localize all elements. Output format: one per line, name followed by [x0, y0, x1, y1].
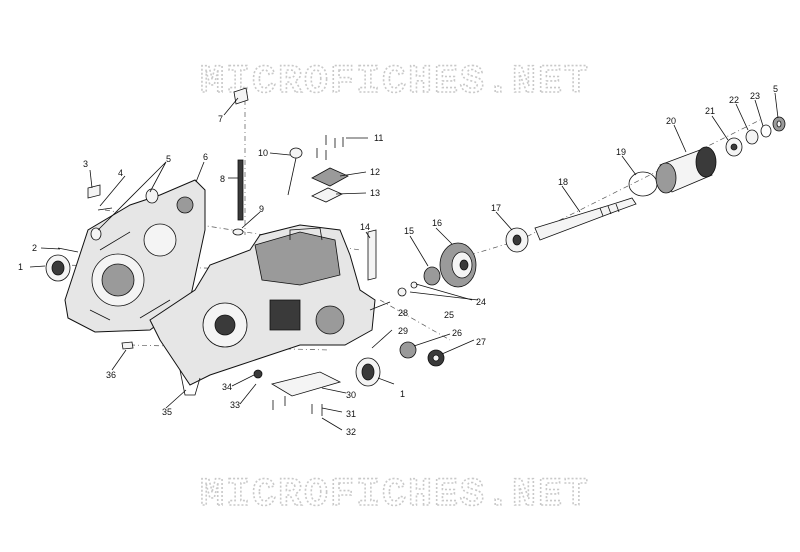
gear — [439, 242, 477, 288]
watermark-bottom: MICROFICHES.NET — [200, 473, 590, 518]
label-1-left: 1 — [18, 262, 23, 272]
main-shaft — [534, 197, 637, 241]
label-35: 35 — [162, 407, 172, 417]
fasteners-right — [397, 281, 418, 297]
label-33: 33 — [230, 400, 240, 410]
washer-22 — [745, 129, 759, 145]
nut — [427, 349, 445, 367]
label-20: 20 — [666, 116, 676, 126]
label-9: 9 — [259, 204, 264, 214]
bolt-4 — [97, 207, 113, 211]
label-22: 22 — [729, 95, 739, 105]
label-34: 34 — [222, 382, 232, 392]
crankcase-cover — [64, 179, 206, 333]
label-19: 19 — [616, 147, 626, 157]
leader-lines — [29, 92, 779, 431]
label-15: 15 — [404, 226, 414, 236]
label-13: 13 — [370, 188, 380, 198]
dipstick — [287, 147, 303, 196]
washer — [423, 266, 441, 286]
o-ring — [628, 171, 658, 197]
label-5-left: 5 — [166, 154, 171, 164]
label-32: 32 — [346, 427, 356, 437]
nut-5 — [772, 116, 786, 132]
label-36: 36 — [106, 370, 116, 380]
bottom-bolts — [253, 369, 323, 416]
label-11: 11 — [374, 133, 383, 143]
label-27: 27 — [476, 337, 486, 347]
label-8: 8 — [220, 174, 225, 184]
main-crankcase — [149, 224, 376, 396]
label-30: 30 — [346, 390, 356, 400]
label-12: 12 — [370, 167, 380, 177]
label-18: 18 — [558, 177, 568, 187]
plate-3 — [87, 184, 101, 199]
seal-left — [45, 254, 71, 282]
bolts-top — [316, 135, 344, 160]
label-29: 29 — [398, 326, 408, 336]
label-23: 23 — [750, 91, 760, 101]
label-25: 25 — [444, 310, 454, 320]
label-7: 7 — [218, 114, 223, 124]
bushing — [399, 341, 417, 359]
label-14: 14 — [360, 222, 370, 232]
label-31: 31 — [346, 409, 356, 419]
seal-right — [355, 357, 381, 387]
access-cover — [311, 167, 349, 203]
breather-tube — [232, 87, 249, 236]
spacer-21 — [725, 137, 743, 157]
label-17: 17 — [491, 203, 501, 213]
label-24: 24 — [476, 297, 486, 307]
clutch-drum — [655, 146, 717, 194]
label-2: 2 — [32, 243, 37, 253]
bottom-plate — [270, 371, 342, 397]
label-6: 6 — [203, 152, 208, 162]
watermark-top: MICROFICHES.NET — [200, 60, 590, 105]
label-1-right: 1 — [400, 389, 405, 399]
label-10: 10 — [258, 148, 268, 158]
label-21: 21 — [705, 106, 715, 116]
ring-23 — [760, 124, 772, 138]
label-3: 3 — [83, 159, 88, 169]
label-5-right: 5 — [773, 84, 778, 94]
bolt-2 — [57, 247, 79, 253]
shaft-pin — [367, 229, 377, 281]
collar-17 — [505, 227, 529, 253]
label-16: 16 — [432, 218, 442, 228]
seal-5b — [90, 227, 102, 241]
dowel-pin — [121, 341, 134, 350]
label-28: 28 — [398, 308, 408, 318]
part-labels: 1 2 3 4 5 6 7 8 9 10 11 12 13 14 15 16 1… — [18, 84, 778, 437]
label-26: 26 — [452, 328, 462, 338]
seal-5a — [145, 188, 159, 204]
label-4: 4 — [118, 168, 123, 178]
